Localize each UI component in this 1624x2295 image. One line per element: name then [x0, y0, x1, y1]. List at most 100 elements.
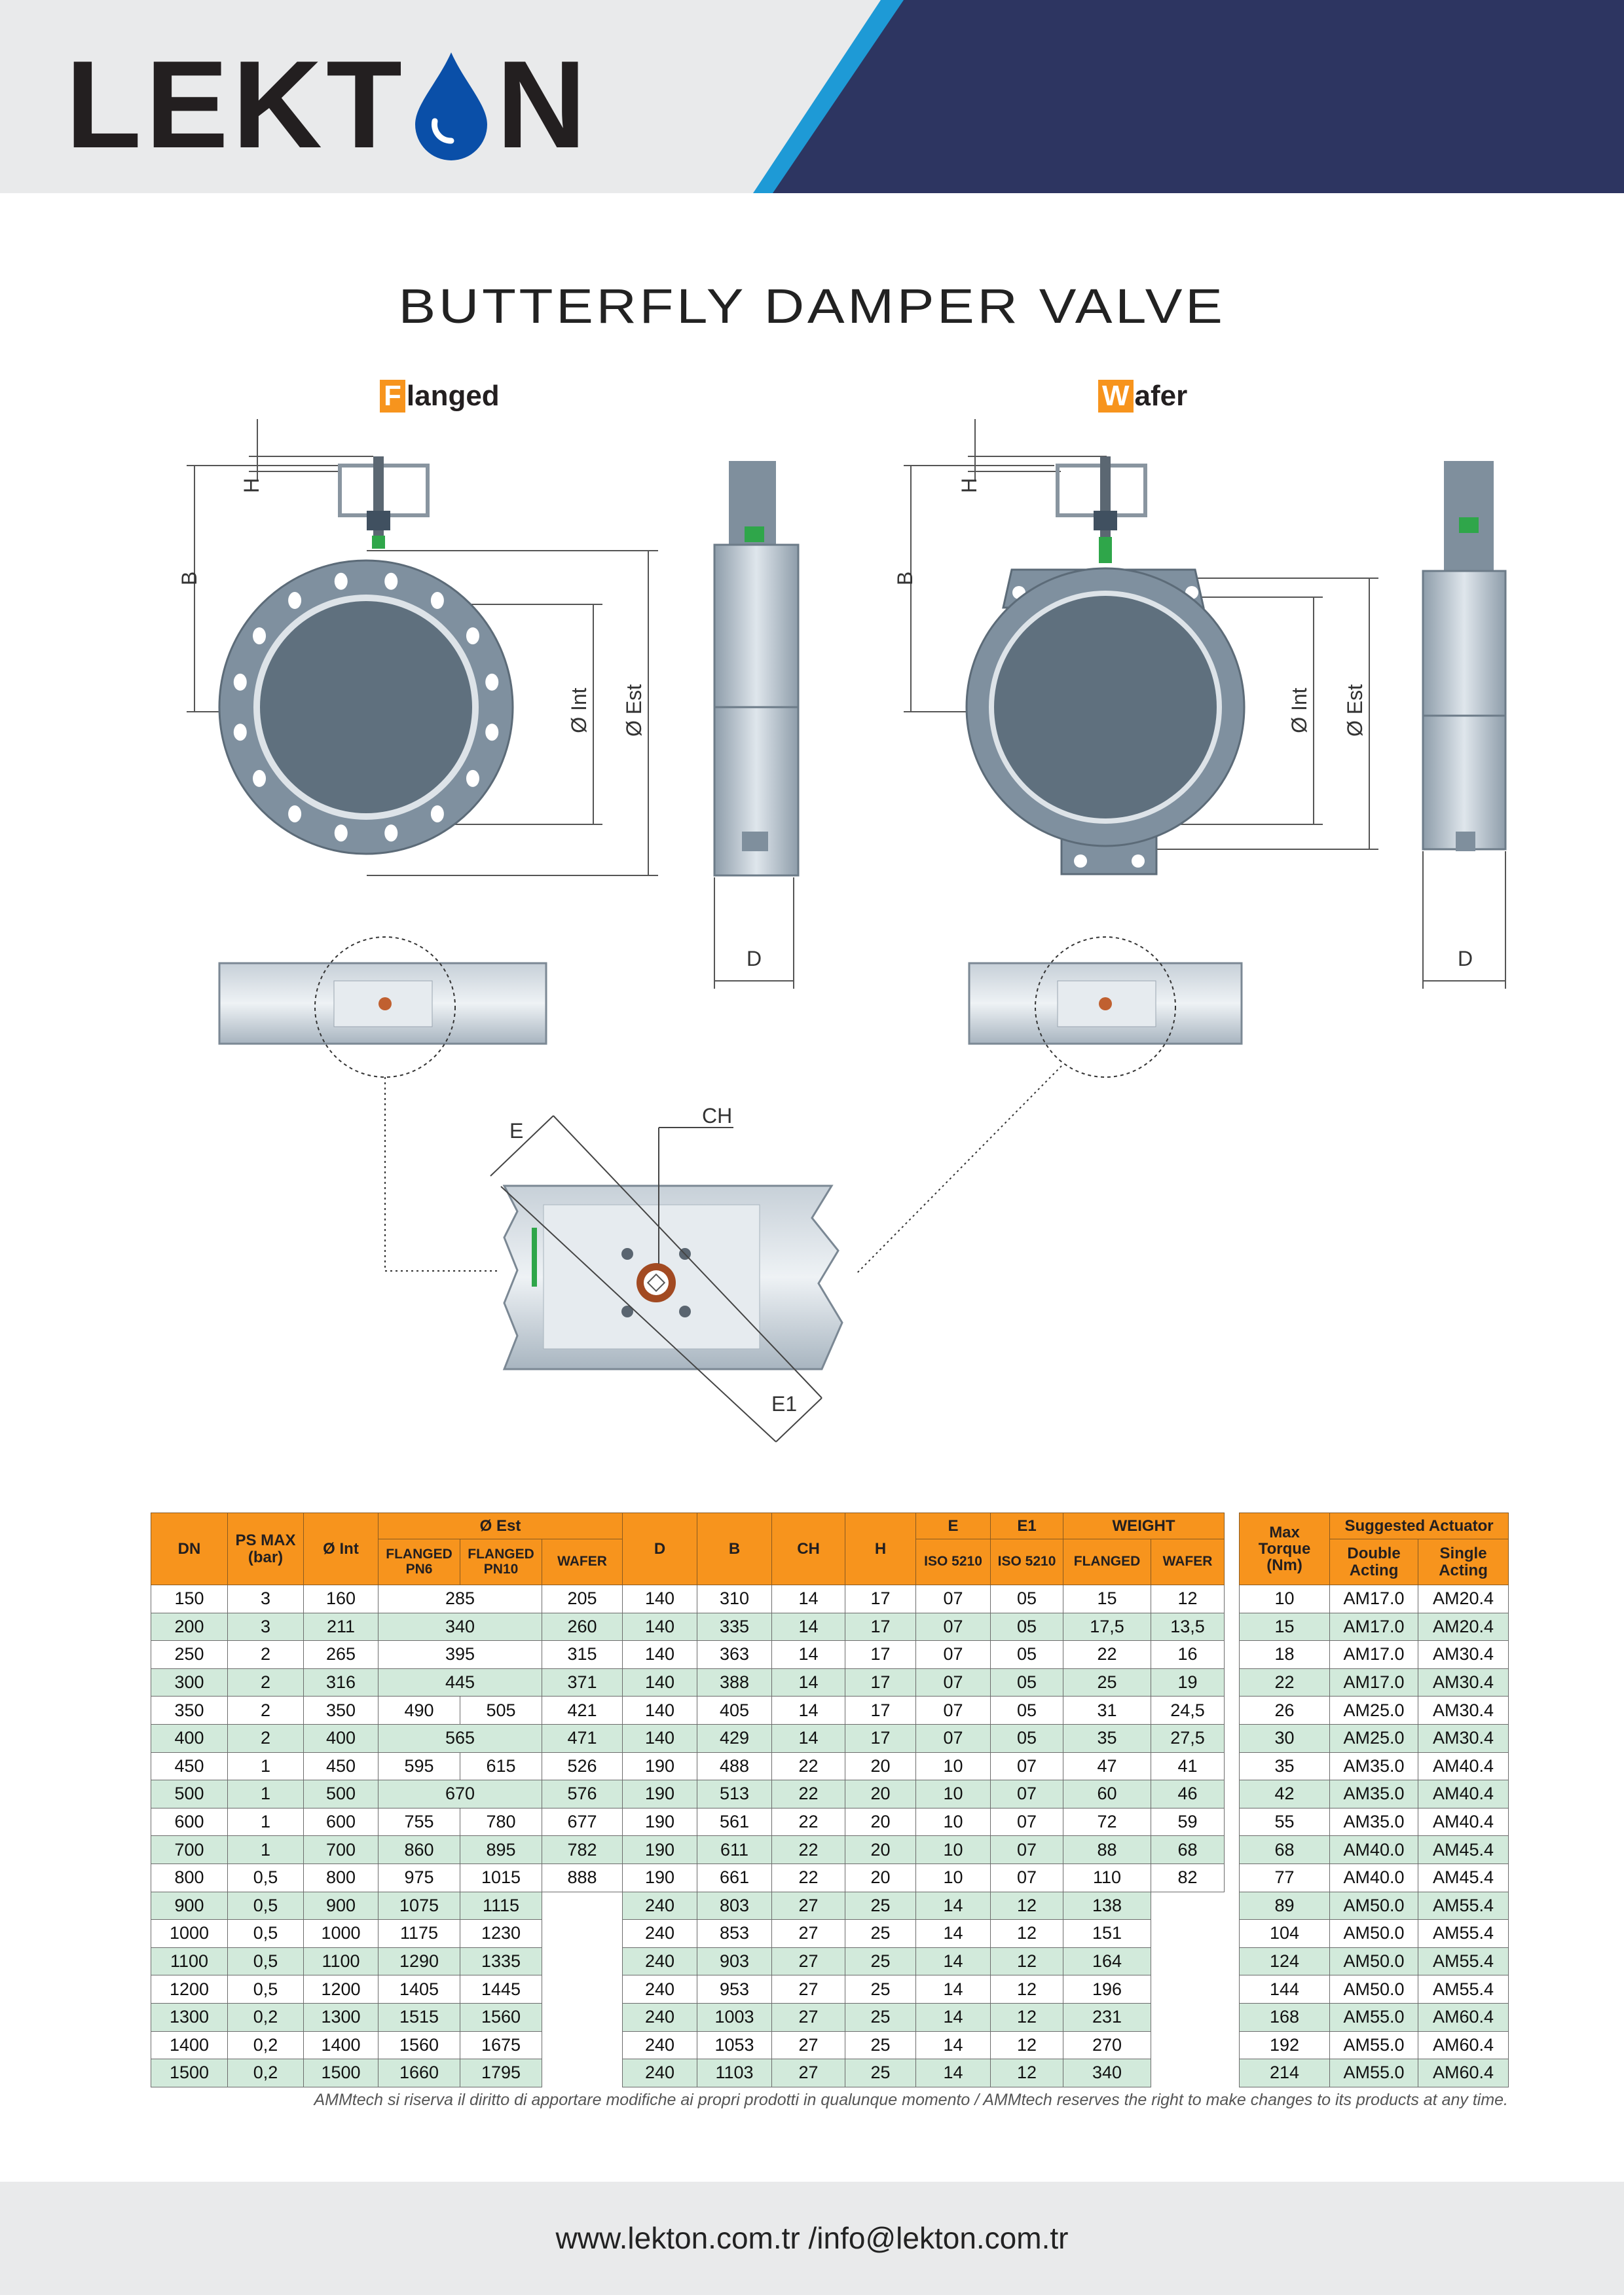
cell-b: 1003 [697, 2002, 773, 2032]
footer-contact[interactable]: www.lekton.com.tr /info@lekton.com.tr [0, 2182, 1624, 2295]
wafer-top-view [968, 936, 1243, 1078]
cell-d: 140 [622, 1668, 698, 1697]
cell-ps-max: 0,5 [227, 1975, 304, 2004]
label-int-wafer: Ø Int [1287, 688, 1311, 733]
cell-weight-wafer [1151, 2003, 1225, 2031]
cell-b: 513 [697, 1780, 773, 1808]
cell-e: 14 [915, 2030, 991, 2060]
column-gap [1224, 1752, 1240, 1780]
cell-int: 211 [303, 1612, 378, 1642]
cell-b: 388 [697, 1668, 773, 1697]
cell-single-acting: AM45.4 [1418, 1863, 1509, 1892]
cell-est-wafer: 677 [541, 1807, 623, 1837]
cell-h: 17 [845, 1640, 917, 1669]
cell-est-wafer: 471 [541, 1723, 623, 1753]
cell-dn: 200 [151, 1612, 228, 1642]
cell-int: 500 [303, 1780, 378, 1808]
bolt-hole [430, 805, 444, 822]
cell-est-pn6: 1290 [378, 1947, 460, 1976]
label-h: H [240, 478, 263, 493]
cell-single-acting: AM60.4 [1418, 2002, 1509, 2032]
cell-est-wafer [542, 1947, 623, 1975]
cell-e: 14 [915, 1947, 991, 1976]
cell-weight-flanged: 60 [1063, 1780, 1152, 1808]
cell-weight-wafer: 46 [1151, 1780, 1225, 1808]
header-est: Ø Est [377, 1513, 623, 1539]
cell-est-pn6: 1515 [378, 2002, 460, 2032]
cell-e1: 07 [990, 1780, 1064, 1808]
header-ps-max-label: PS MAX [235, 1532, 296, 1550]
cell-est-wafer [542, 2003, 623, 2031]
cell-ps-max: 1 [227, 1835, 304, 1864]
cell-int: 1300 [303, 2002, 378, 2032]
cell-est-pn6: 340 [378, 1612, 542, 1642]
cell-single-acting: AM20.4 [1418, 1612, 1509, 1642]
cell-d: 240 [622, 1947, 698, 1976]
cell-weight-wafer: 41 [1151, 1752, 1225, 1781]
cell-h: 25 [845, 1947, 917, 1976]
cell-est-pn6: 670 [378, 1780, 542, 1808]
header-double-line1: Double [1347, 1545, 1401, 1563]
cell-d: 190 [622, 1835, 698, 1864]
cell-weight-wafer [1151, 1892, 1225, 1920]
bolt-hole [384, 572, 398, 590]
cell-weight-flanged: 72 [1063, 1807, 1152, 1837]
cell-d: 190 [622, 1863, 698, 1892]
cell-weight-wafer: 24,5 [1151, 1696, 1225, 1725]
cell-est-pn10: 1230 [460, 1919, 542, 1948]
cell-h: 20 [845, 1863, 917, 1892]
cell-est-pn10: 1445 [460, 1975, 542, 2004]
cell-weight-flanged: 15 [1063, 1585, 1152, 1613]
cell-dn: 400 [151, 1723, 228, 1753]
cell-h: 20 [845, 1807, 917, 1837]
cell-d: 240 [622, 2002, 698, 2032]
cell-ps-max: 2 [227, 1723, 304, 1753]
cell-e1: 05 [990, 1640, 1064, 1669]
cell-max-torque: 35 [1239, 1752, 1331, 1781]
header-torque-line2: Torque [1258, 1539, 1311, 1558]
cell-d: 140 [622, 1612, 698, 1642]
cell-est-pn6: 1660 [378, 2059, 460, 2087]
cell-e: 10 [915, 1807, 991, 1837]
cell-double-acting: AM55.0 [1329, 2059, 1419, 2087]
cell-ps-max: 3 [227, 1585, 304, 1613]
cell-dn: 1400 [151, 2030, 228, 2060]
cell-single-acting: AM30.4 [1418, 1640, 1509, 1669]
cell-ps-max: 2 [227, 1668, 304, 1697]
cell-dn: 900 [151, 1891, 228, 1920]
cell-double-acting: AM25.0 [1329, 1696, 1419, 1725]
cell-ps-max: 2 [227, 1640, 304, 1669]
column-gap [1224, 2003, 1240, 2031]
cell-max-torque: 42 [1239, 1780, 1331, 1808]
label-b-wafer: B [893, 572, 917, 585]
cell-double-acting: AM50.0 [1329, 1947, 1419, 1976]
detail-leaders [384, 1065, 1062, 1274]
cell-b: 903 [697, 1947, 773, 1976]
cell-est-wafer: 888 [541, 1863, 623, 1892]
cell-int: 316 [303, 1668, 378, 1697]
header-b: B [697, 1513, 773, 1585]
label-e: E [509, 1119, 523, 1143]
cell-dn: 800 [151, 1863, 228, 1892]
label-est-wafer: Ø Est [1343, 684, 1367, 737]
cell-h: 17 [845, 1612, 917, 1642]
cell-double-acting: AM35.0 [1329, 1752, 1419, 1781]
cell-est-pn10: 1675 [460, 2030, 542, 2060]
cell-weight-flanged: 31 [1063, 1696, 1152, 1725]
bolt-hole [334, 572, 348, 590]
column-gap [1224, 1892, 1240, 1920]
cell-e: 14 [915, 1919, 991, 1948]
header-pn10-line2: PN10 [483, 1561, 519, 1577]
cell-ch: 27 [771, 2002, 846, 2032]
column-gap [1224, 1808, 1240, 1836]
cell-e: 14 [915, 2059, 991, 2087]
cell-est-pn10: 505 [460, 1696, 542, 1725]
cell-b: 1053 [697, 2030, 773, 2060]
cell-weight-flanged: 47 [1063, 1752, 1152, 1781]
cell-e1: 12 [990, 1947, 1064, 1976]
